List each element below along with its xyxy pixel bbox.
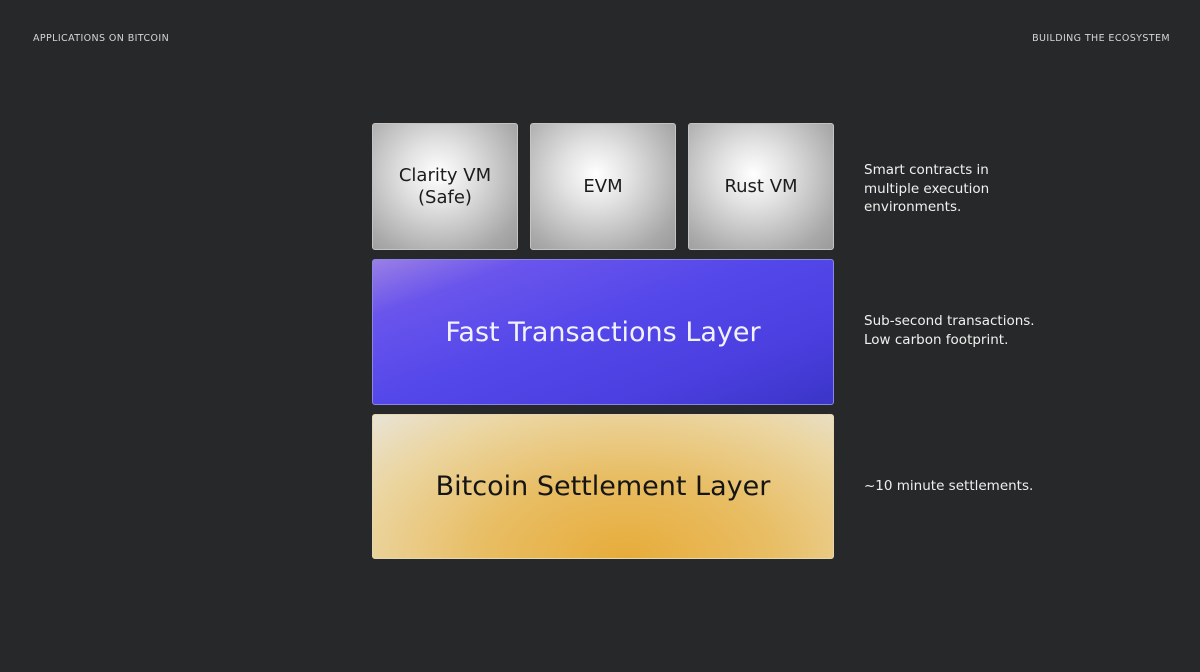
- fast-transactions-layer-label: Fast Transactions Layer: [445, 316, 761, 348]
- vm-description: Smart contracts in multiple execution en…: [864, 161, 1094, 217]
- header-right-label: BUILDING THE ECOSYSTEM: [1032, 33, 1170, 44]
- vm-description-line1: Smart contracts in: [864, 162, 989, 178]
- evm-label: EVM: [583, 175, 623, 197]
- clarity-vm-label: Clarity VM (Safe): [399, 165, 491, 209]
- fast-transactions-layer-block: Fast Transactions Layer: [372, 259, 834, 405]
- rust-vm-block: Rust VM: [688, 123, 834, 250]
- vm-description-line3: environments.: [864, 199, 962, 215]
- vm-description-line2: multiple execution: [864, 180, 990, 197]
- bitcoin-settlement-layer-block: Bitcoin Settlement Layer: [372, 414, 834, 559]
- clarity-vm-line2: (Safe): [418, 186, 472, 208]
- clarity-vm-line1: Clarity VM: [398, 164, 492, 186]
- settlement-layer-description-line1: ~10 minute settlements.: [864, 478, 1034, 494]
- evm-block: EVM: [530, 123, 676, 250]
- fast-layer-description-line2: Low carbon footprint.: [864, 331, 1009, 348]
- settlement-layer-description: ~10 minute settlements.: [864, 477, 1094, 496]
- header-left-label: APPLICATIONS ON BITCOIN: [33, 33, 170, 44]
- bitcoin-settlement-layer-label: Bitcoin Settlement Layer: [435, 471, 771, 502]
- clarity-vm-block: Clarity VM (Safe): [372, 123, 518, 250]
- fast-layer-description: Sub-second transactions. Low carbon foot…: [864, 312, 1094, 349]
- rust-vm-label: Rust VM: [724, 175, 798, 197]
- fast-layer-description-line1: Sub-second transactions.: [864, 313, 1035, 329]
